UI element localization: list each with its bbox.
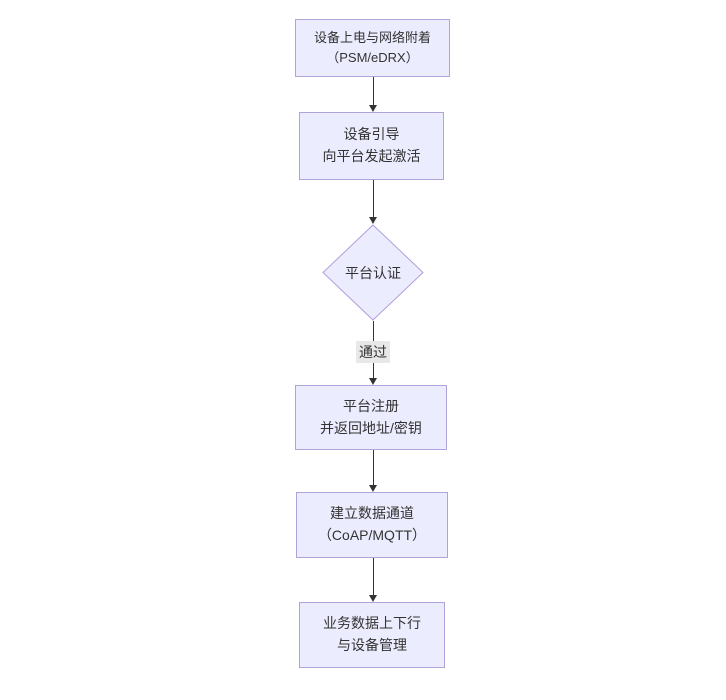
arrowhead-icon bbox=[369, 217, 377, 224]
node-label-line: 业务数据上下行 bbox=[323, 615, 421, 632]
node-label-line: 平台注册 bbox=[343, 397, 399, 414]
arrow-channel-to-business bbox=[369, 558, 378, 602]
node-platform-register: 平台注册 并返回地址/密钥 bbox=[295, 385, 447, 450]
arrow-register-to-channel bbox=[369, 450, 378, 492]
node-device-bootstrap: 设备引导 向平台发起激活 bbox=[299, 112, 444, 180]
arrow-shaft bbox=[373, 180, 374, 218]
node-label-line: （CoAP/MQTT） bbox=[317, 527, 427, 543]
arrowhead-icon bbox=[369, 485, 377, 492]
arrow-shaft bbox=[373, 450, 374, 486]
diamond-shape bbox=[322, 224, 424, 321]
node-label-line: 向平台发起激活 bbox=[322, 148, 421, 164]
node-device-power-attach: 设备上电与网络附着 （PSM/eDRX） bbox=[295, 19, 450, 77]
node-label-line: 并返回地址/密钥 bbox=[320, 419, 422, 436]
node-business-data: 业务数据上下行 与设备管理 bbox=[299, 602, 445, 668]
node-platform-auth-decision: 平台认证 bbox=[322, 224, 424, 321]
node-label-line: 设备上电与网络附着 bbox=[313, 29, 431, 45]
arrowhead-icon bbox=[369, 595, 377, 602]
arrowhead-icon bbox=[369, 105, 377, 112]
node-label-line: （PSM/eDRX） bbox=[326, 50, 419, 65]
node-label-line: 设备引导 bbox=[343, 126, 400, 143]
arrow-shaft bbox=[373, 77, 374, 106]
node-label-line: 平台认证 bbox=[345, 264, 401, 281]
arrow-power-to-bootstrap bbox=[369, 77, 378, 112]
arrow-bootstrap-to-auth bbox=[369, 180, 378, 224]
arrowhead-icon bbox=[369, 378, 377, 385]
node-label-line: 与设备管理 bbox=[337, 637, 407, 653]
edge-label-pass: 通过 bbox=[356, 341, 390, 363]
node-label-line: 建立数据通道 bbox=[330, 505, 414, 522]
node-data-channel: 建立数据通道 （CoAP/MQTT） bbox=[296, 492, 448, 558]
arrow-shaft bbox=[373, 558, 374, 596]
